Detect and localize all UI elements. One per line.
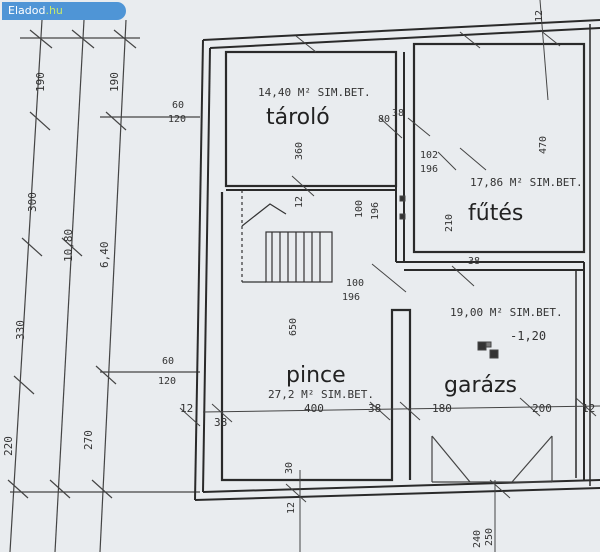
staircase bbox=[241, 190, 333, 283]
dim-60-top: 60 bbox=[172, 100, 184, 111]
dim-left-190a: 190 bbox=[34, 72, 47, 92]
room-name-pince: pince bbox=[286, 363, 346, 388]
dim-30: 30 bbox=[284, 462, 295, 474]
dim-left-330: 330 bbox=[14, 320, 27, 340]
room-area-pince: 27,2 M² SIM.BET. bbox=[268, 388, 374, 401]
dim-240: 240 bbox=[472, 530, 483, 548]
dim-left-190b: 190 bbox=[108, 72, 121, 92]
dim-100-b: 100 bbox=[346, 278, 364, 289]
dim-bottom-38a: 38 bbox=[214, 416, 227, 429]
dim-bottom-200: 200 bbox=[532, 402, 552, 415]
bottom-dimension-labels: 12 38 400 38 180 200 12 bbox=[180, 402, 595, 429]
room-labels: 14,40 M² SIM.BET. tároló 17,86 M² SIM.BE… bbox=[258, 86, 583, 401]
dim-bottom-400: 400 bbox=[304, 402, 324, 415]
room-area-garazs: 19,00 M² SIM.BET. bbox=[450, 306, 563, 319]
dim-38-top: 38 bbox=[392, 108, 404, 119]
dim-bottom-38b: 38 bbox=[368, 402, 381, 415]
room-name-futes: fűtés bbox=[468, 201, 523, 226]
room-level-garazs: -1,20 bbox=[510, 329, 546, 343]
dim-196-b: 196 bbox=[420, 164, 438, 175]
dim-bottom-180: 180 bbox=[432, 402, 452, 415]
dim-left-270: 270 bbox=[82, 430, 95, 450]
left-dimension-labels: 190 190 300 10,80 6,40 330 220 270 bbox=[2, 72, 121, 456]
room-name-tarolo: tároló bbox=[266, 105, 330, 130]
dim-650: 650 bbox=[288, 318, 299, 336]
dim-12-bot: 12 bbox=[286, 502, 297, 514]
interior-dimension-lines bbox=[179, 0, 600, 552]
dim-210: 210 bbox=[444, 214, 455, 232]
dim-left-1080: 10,80 bbox=[62, 229, 75, 262]
dim-bottom-12b: 12 bbox=[582, 402, 595, 415]
room-name-garazs: garázs bbox=[444, 373, 517, 398]
watermark-brand: Eladod bbox=[8, 4, 46, 17]
dim-196-c: 196 bbox=[342, 292, 360, 303]
dim-60-bot: 60 bbox=[162, 356, 174, 367]
watermark-badge: Eladod.hu bbox=[2, 2, 126, 20]
dim-left-300: 300 bbox=[26, 192, 39, 212]
walls bbox=[194, 19, 600, 501]
left-dimension-lines bbox=[7, 19, 200, 552]
watermark-tld: .hu bbox=[45, 4, 63, 17]
dim-left-220: 220 bbox=[2, 436, 15, 456]
dim-120-bot: 120 bbox=[158, 376, 176, 387]
dim-100-a: 100 bbox=[354, 200, 365, 218]
dim-80: 80 bbox=[378, 114, 390, 125]
dim-250: 250 bbox=[484, 528, 495, 546]
dim-left-640: 6,40 bbox=[98, 242, 111, 269]
dim-102: 102 bbox=[420, 150, 438, 161]
dim-470: 470 bbox=[538, 136, 549, 154]
dim-38-garage: 38 bbox=[468, 256, 480, 267]
dim-196-a: 196 bbox=[370, 202, 381, 220]
dim-bottom-12: 12 bbox=[180, 402, 193, 415]
dim-12-a: 12 bbox=[294, 196, 305, 208]
room-area-futes: 17,86 M² SIM.BET. bbox=[470, 176, 583, 189]
dim-12-top: 12 bbox=[534, 10, 545, 22]
interior-dimension-labels: 60 120 38 80 100 196 360 102 196 12 210 … bbox=[158, 10, 549, 548]
room-area-tarolo: 14,40 M² SIM.BET. bbox=[258, 86, 371, 99]
dim-360: 360 bbox=[294, 142, 305, 160]
dim-120-top: 120 bbox=[168, 114, 186, 125]
